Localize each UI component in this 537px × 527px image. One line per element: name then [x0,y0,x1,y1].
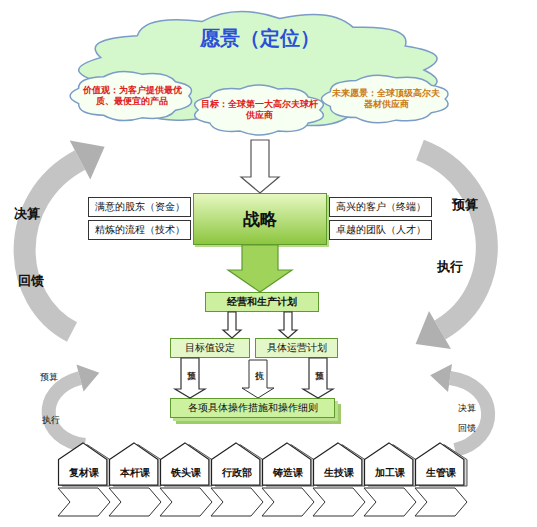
value-cloud: 价值观：为客户提供最优质、最便宜的产品 [61,66,203,126]
chevron [262,488,314,516]
node-text: 目标：全球第一大高尔夫球杆供应商 [183,99,335,121]
flow-label: 执行 [42,414,60,427]
house-shape [110,443,158,485]
department-house: 行政部 [211,442,263,486]
node-text: 各项具体操作措施和操作细则 [188,402,318,414]
plan-item-box: 目标值设定 [170,338,250,358]
execute-arrow [242,360,274,398]
pillar-box: 满意的股东（资金） [88,197,191,217]
flow-label: 决算 [458,402,476,415]
house-shape [263,443,311,485]
hollow-arrow [241,140,279,193]
house-shape [416,443,464,485]
department-house: 铁头课 [160,442,212,486]
chevron [415,488,467,516]
chevron [211,488,263,516]
pillar-box: 精炼的流程（技术） [88,220,191,240]
node-text: 复材课 [69,467,99,486]
chevron [58,488,110,516]
chevron [160,488,212,516]
arrow-head [416,311,451,349]
arrow-head [70,141,105,180]
vision-cloud: 愿景（定位） 价值观：为客户提供最优质、最便宜的产品目标：全球第一大高尔夫球杆供应… [55,0,465,140]
department-house: 铸造课 [262,442,314,486]
node-text: 满意的股东（资金） [95,201,185,213]
node-text: 战略 [243,209,277,229]
budget-arrow [303,358,333,398]
node-text: 铸造课 [273,467,303,486]
house-outline [211,442,263,486]
small-arrow [279,312,297,338]
node-text: 精炼的流程（技术） [95,224,185,236]
house-outline [160,442,212,486]
node-text: 行政部 [222,467,252,486]
plan-box: 经营和生产计划 [205,292,319,312]
house-outline [262,442,314,486]
plan-item-box: 具体运营计划 [255,338,338,358]
arrow-head [430,364,452,392]
chevron [364,488,416,516]
house-outline [109,442,161,486]
flow-label: 预算 [452,196,478,214]
operation-box: 各项具体操作措施和操作细则 [170,398,335,418]
chevron-row [58,488,467,516]
house-outline [364,442,416,486]
future-cloud: 未来愿景：全球顶级高尔夫器材供应商 [312,70,460,128]
flow-label: 预算 [40,371,58,384]
small-arrow [223,312,241,338]
strategy-box: 战略 [193,193,327,245]
house-outline [58,442,110,486]
node-text: 生管课 [426,467,456,486]
node-text: 卓越的团队（人才） [336,224,426,236]
flow-label: 回馈 [458,422,476,435]
pillar-box: 卓越的团队（人才） [329,220,432,240]
goal-cloud: 目标：全球第一大高尔夫球杆供应商 [183,80,335,140]
department-house: 本杆课 [109,442,161,486]
house-shape [212,443,260,485]
vision-title: 愿景（定位） [55,26,465,50]
node-text: 生技课 [324,467,354,486]
chevron [109,488,161,516]
house-outline [415,442,467,486]
node-text: 本杆课 [120,467,150,486]
block-arrow [228,245,292,292]
pillar-box: 高兴的客户（终端） [329,197,432,217]
flow-label: 执行 [437,258,463,276]
budget-arrow [420,150,487,330]
node-text: 加工课 [375,467,405,486]
department-house: 加工课 [364,442,416,486]
node-text: 目标值设定 [185,342,235,354]
flow-label: 决算 [14,205,40,223]
department-house: 生技课 [313,442,365,486]
feedback-arrow-small [450,378,488,450]
flow-label: 回馈 [18,272,44,290]
chevron [313,488,365,516]
budget-arrow-small [49,378,85,445]
house-shape [161,443,209,485]
budget-arrow [175,358,205,398]
house-shape [365,443,413,485]
house-outline [313,442,365,486]
node-text: 具体运营计划 [267,342,327,354]
node-text: 铁头课 [171,467,201,486]
feedback-arrow [25,160,80,332]
cloud-shape [70,71,191,120]
node-text: 高兴的客户（终端） [336,201,426,213]
arrow-head [76,365,99,392]
node-text: 经营和生产计划 [227,296,297,308]
node-text: 未来愿景：全球顶级高尔夫器材供应商 [312,88,460,110]
house-shape [314,443,362,485]
node-text: 价值观：为客户提供最优质、最便宜的产品 [61,85,203,107]
department-house: 复材课 [58,442,110,486]
department-house: 生管课 [415,442,467,486]
house-shape [59,443,107,485]
